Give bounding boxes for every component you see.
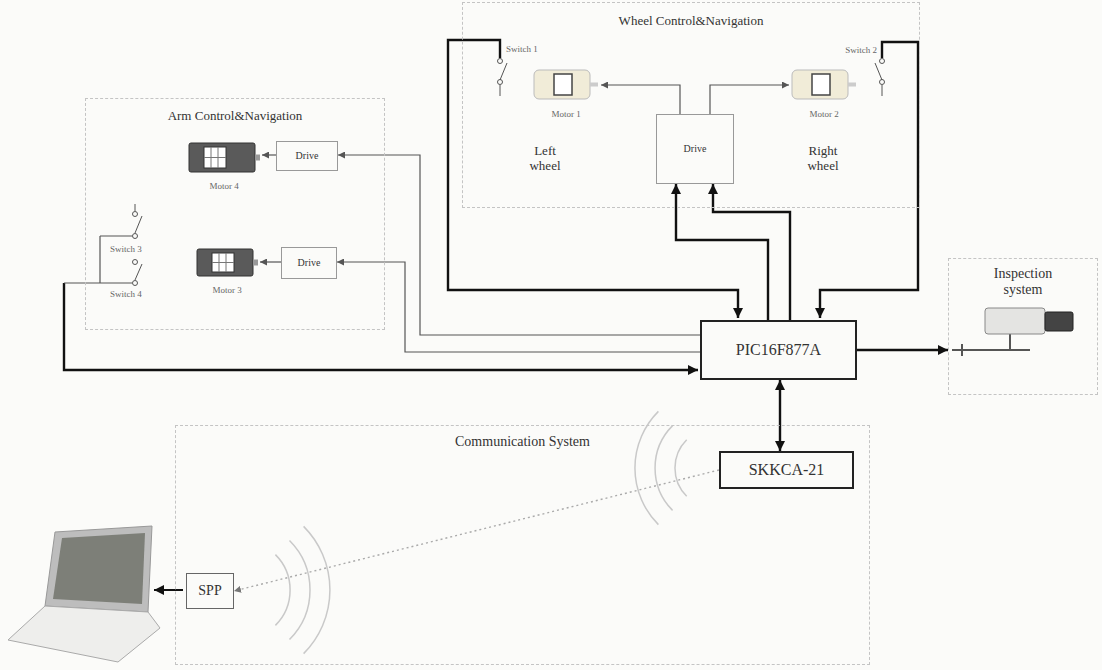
motor-grid (212, 253, 234, 272)
motor-unit: Motor 3 (194, 245, 260, 295)
switch-terminal (498, 59, 503, 64)
module-box: Drive (281, 247, 337, 279)
signal-connector (260, 261, 281, 262)
radio-wave (635, 411, 687, 524)
switch-terminal (133, 281, 138, 286)
switch-lever (500, 63, 507, 80)
switch-lever (135, 216, 142, 233)
laptop-screen (45, 526, 152, 612)
switch-label: Switch 4 (110, 289, 160, 299)
motor-unit: Motor 1 (531, 65, 601, 119)
motor-icon (531, 65, 601, 104)
motor-icon (186, 139, 262, 176)
motor-unit: Motor 4 (186, 139, 262, 191)
motor-shaft (590, 83, 598, 87)
module-label: Motor 3 (194, 285, 260, 295)
module-label: Drive (684, 143, 707, 155)
module-box: SKKCA-21 (719, 451, 854, 489)
module-box: PIC16F877A (700, 320, 857, 380)
motor-body (792, 70, 848, 99)
switch-label: Switch 2 (817, 45, 877, 55)
motor-shaft (255, 155, 260, 161)
module-box: Drive (656, 114, 734, 184)
motor-body (197, 249, 253, 276)
subsystem-region: Wheel Control&NavigationMotor 1 Motor 2 Dr… (462, 2, 920, 208)
motor-unit: Motor 2 (789, 65, 859, 119)
subsystem-region: Communication SystemSKKCA-21SPP (175, 425, 870, 665)
motor-window (812, 74, 830, 95)
switch-label: Switch 1 (506, 44, 566, 54)
switch-lever (135, 264, 142, 280)
signal-connector (262, 154, 276, 155)
signal-connector (676, 184, 768, 320)
laptop-base (8, 606, 160, 662)
camera-mount (952, 334, 1030, 356)
camera-lens (1045, 312, 1073, 331)
motor-shaft (253, 260, 258, 266)
motor-body (534, 70, 590, 99)
switch-wire (448, 40, 738, 318)
module-label: SKKCA-21 (749, 461, 825, 479)
module-box: Drive (276, 141, 338, 171)
radio-wave (275, 526, 330, 653)
module-box: SPP (186, 573, 234, 609)
motor-icon (789, 65, 859, 104)
motor-window (204, 147, 226, 168)
switch-lead (135, 204, 136, 211)
camera-body (985, 308, 1045, 334)
switch-terminal (498, 80, 503, 85)
module-label: PIC16F877A (736, 341, 821, 359)
signal-connector (338, 155, 700, 335)
switch-terminal (133, 234, 138, 239)
region-title: Communication System (455, 434, 590, 450)
region-title: Wheel Control&Navigation (619, 14, 764, 29)
switch-terminal (133, 212, 138, 217)
switch-lead (500, 85, 501, 96)
subsystem-region: Inspection system (948, 258, 1098, 395)
switch-terminal (880, 59, 885, 64)
motor-shaft (848, 83, 856, 87)
region-title: Inspection system (978, 266, 1068, 298)
signal-connector (601, 85, 680, 114)
switch-lead (882, 85, 883, 96)
module-label: Motor 4 (186, 181, 262, 191)
signal-connector (710, 85, 789, 114)
switch-terminal (133, 260, 138, 265)
switch-terminal (880, 80, 885, 85)
module-label: Motor 1 (531, 109, 601, 119)
switch-label: Switch 3 (110, 244, 160, 254)
switch-wire (64, 236, 132, 283)
signal-connector (779, 380, 781, 451)
laptop-display (53, 533, 145, 604)
motor-icon (194, 245, 260, 280)
signal-connector (713, 184, 790, 320)
region-title: Arm Control&Navigation (168, 109, 303, 124)
signal-connector (857, 349, 948, 351)
motor-window (554, 74, 572, 95)
motor-window (212, 253, 234, 272)
module-label: Drive (298, 257, 321, 269)
signal-connector (337, 262, 700, 352)
usb-link (154, 589, 183, 591)
module-label: Drive (296, 150, 319, 162)
module-label: SPP (198, 583, 221, 599)
switch-lever (875, 63, 882, 80)
wheel-label: Left wheel (522, 144, 568, 174)
wheel-label: Right wheel (800, 144, 846, 174)
switch-wire (64, 283, 698, 370)
motor-grid (204, 147, 226, 168)
motor-body (189, 143, 255, 172)
signal-connector (234, 470, 719, 591)
module-label: Motor 2 (789, 109, 859, 119)
